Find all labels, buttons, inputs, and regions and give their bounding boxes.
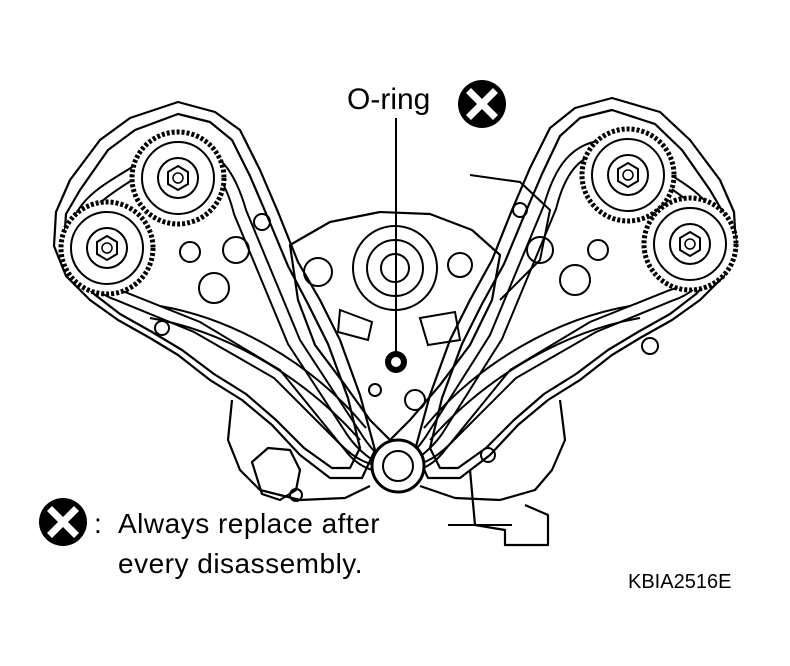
legend-text-line2: every disassembly. xyxy=(118,548,364,579)
engine-outline xyxy=(52,96,738,547)
center-pump-housing xyxy=(303,225,473,347)
figure-code: KBIA2516E xyxy=(628,571,732,593)
legend-text-line1: Always replace after xyxy=(118,508,381,539)
o-ring xyxy=(385,351,407,373)
leader-lines xyxy=(395,118,512,526)
bolt-holes xyxy=(154,202,659,502)
camshaft-sprocket-right-upper xyxy=(579,126,677,224)
legend-replace-mark-icon xyxy=(39,498,87,546)
camshaft-sprocket-left-lower xyxy=(58,199,156,297)
camshaft-sprocket-left-upper xyxy=(129,129,227,227)
camshaft-sprocket-right-lower xyxy=(641,195,739,293)
o-ring-label: O-ring xyxy=(347,83,431,116)
crankshaft-sprocket xyxy=(370,438,426,494)
callout-replace-mark-icon xyxy=(458,80,506,128)
legend-colon: : xyxy=(94,508,102,539)
chain-guides xyxy=(149,174,641,441)
